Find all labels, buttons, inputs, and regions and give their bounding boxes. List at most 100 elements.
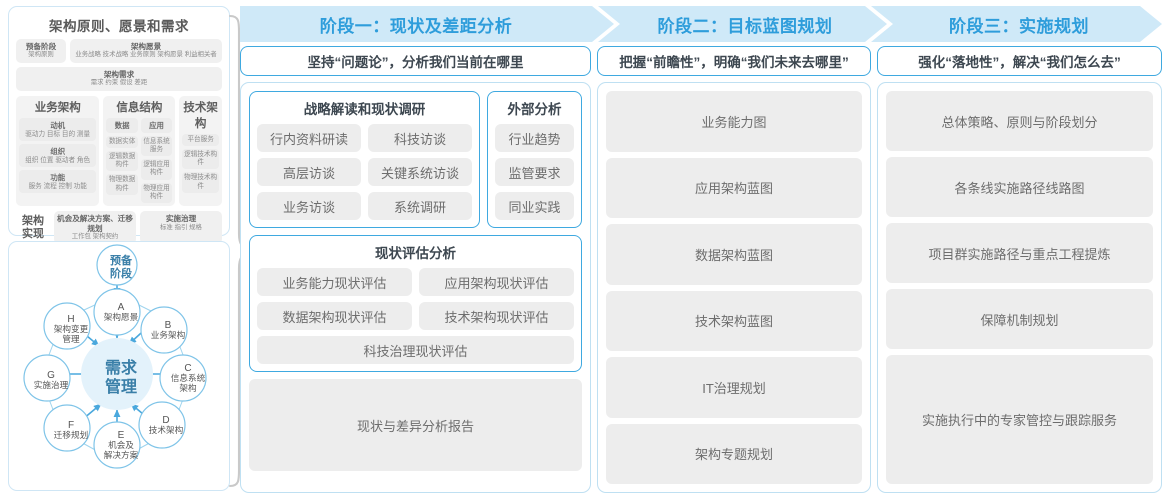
requirements-sub: 需求 约束 假设 差距 bbox=[90, 79, 148, 87]
card-current-state-assessment-title: 现状评估分析 bbox=[375, 246, 456, 261]
chip-item[interactable]: 保障机制规划 bbox=[886, 289, 1153, 349]
chip-item[interactable]: 项目群实施路径与重点工程提炼 bbox=[886, 223, 1153, 283]
requirements-header: 架构需求 bbox=[103, 69, 135, 79]
cell-logical-tech-component: 逻辑技术构件 bbox=[182, 148, 220, 170]
card-strategy-research-items: 行内资料研读 科技访谈 高层访谈 关键系统访谈 业务访谈 系统调研 bbox=[257, 124, 472, 220]
chip-item[interactable]: 高层访谈 bbox=[257, 158, 361, 186]
chip-item[interactable]: 数据架构蓝图 bbox=[606, 224, 862, 285]
preliminary-sub: 架构原则 bbox=[28, 51, 54, 59]
togaf-panel-title: 架构原则、愿景和需求 bbox=[49, 19, 189, 34]
phase-banner-row: 阶段一：现状及差距分析 阶段二：目标蓝图规划 阶段三：实施规划 bbox=[240, 6, 1162, 42]
vision-header: 架构愿景 bbox=[130, 42, 162, 51]
adm-node-B bbox=[140, 306, 188, 354]
chip-item[interactable]: 技术架构蓝图 bbox=[606, 290, 862, 351]
chip-item[interactable]: 应用架构现状评估 bbox=[419, 268, 574, 296]
phase-banner-label-2: 阶段二：目标蓝图规划 bbox=[657, 16, 833, 36]
chip-item[interactable]: 业务访谈 bbox=[257, 192, 361, 220]
phase2-item-stack: 业务能力图 应用架构蓝图 数据架构蓝图 技术架构蓝图 IT治理规划 架构专题规划 bbox=[606, 91, 862, 484]
chip-item[interactable]: 行业趋势 bbox=[495, 124, 574, 152]
chip-item[interactable]: 科技访谈 bbox=[368, 124, 472, 152]
chip-item[interactable]: 应用架构蓝图 bbox=[606, 157, 862, 218]
cell-physical-tech-component: 物理技术构件 bbox=[182, 172, 220, 193]
implementation-label: 架构 实现 bbox=[22, 215, 44, 240]
togaf-box-architecture-requirements: 架构需求 需求 约束 假设 差距 bbox=[16, 66, 222, 91]
phase-box-2: 业务能力图 应用架构蓝图 数据架构蓝图 技术架构蓝图 IT治理规划 架构专题规划 bbox=[597, 82, 871, 493]
adm-node-G bbox=[23, 354, 71, 402]
cell-application-header: 应用 bbox=[140, 117, 173, 133]
card-strategy-research-title: 战略解读和现状调研 bbox=[303, 102, 426, 117]
chip-item[interactable]: 总体策略、原则与阶段划分 bbox=[886, 91, 1153, 151]
banner-shape-phase-1 bbox=[240, 6, 614, 42]
phases-region: 阶段一：现状及差距分析 阶段二：目标蓝图规划 阶段三：实施规划 坚持“问题论”，… bbox=[240, 6, 1162, 493]
adm-cycle-panel: 预备 阶段 需求 管理 A 架构愿景 B 业务架构 C 信息系统 架构 D 技术… bbox=[8, 241, 230, 491]
tech-arch-cells: 平台服务 逻辑技术构件 物理技术构件 bbox=[182, 133, 220, 193]
chip-item[interactable]: 技术架构现状评估 bbox=[419, 302, 574, 330]
chip-item[interactable]: 业务能力现状评估 bbox=[257, 268, 412, 296]
adm-node-preliminary bbox=[96, 244, 138, 286]
togaf-box-architecture-vision: 架构愿景 业务战略 技术战略 业务原则 架构愿景 利益相关者 bbox=[70, 39, 222, 63]
togaf-content-framework-panel: 架构原则、愿景和需求 预备阶段 架构原则 架构愿景 业务战略 技术战略 业务原则… bbox=[8, 6, 230, 245]
chip-item[interactable]: 科技治理现状评估 bbox=[257, 336, 574, 364]
cell-motivation: 动机 驱动力 目标 目的 测量 bbox=[19, 117, 97, 141]
cell-function: 功能 服务 流程 控制 功能 bbox=[19, 170, 97, 194]
cell-platform-service: 平台服务 bbox=[182, 133, 220, 146]
adm-node-A bbox=[93, 288, 141, 336]
adm-cycle-diagram bbox=[23, 244, 207, 469]
togaf-implementation-row: 架构 实现 机会及解决方案、迁移规划 工作包 架构契约 实施治理 标准 指引 规… bbox=[16, 211, 222, 245]
info-structure-app-cells: 应用 信息系统服务 逻辑应用构件 物理应用构件 bbox=[140, 117, 173, 204]
phase1-top-row: 战略解读和现状调研 行内资料研读 科技访谈 高层访谈 关键系统访谈 bbox=[249, 91, 582, 228]
vision-sub: 业务战略 技术战略 业务原则 架构愿景 利益相关者 bbox=[75, 51, 217, 59]
chip-item[interactable]: 各条线实施路径线路图 bbox=[886, 157, 1153, 217]
phase-subtitle-1: 坚持“问题论”，分析我们当前在哪里 bbox=[240, 46, 591, 76]
phase-banner-label-1: 阶段一：现状及差距分析 bbox=[319, 16, 513, 36]
chip-item[interactable]: 监管要求 bbox=[495, 158, 574, 186]
phase-box-1: 战略解读和现状调研 行内资料研读 科技访谈 高层访谈 关键系统访谈 bbox=[240, 82, 591, 493]
card-current-state-assessment-items: 业务能力现状评估 应用架构现状评估 数据架构现状评估 技术架构现状评估 科技治理… bbox=[257, 268, 574, 364]
cell-data-entity: 数据实体 bbox=[106, 135, 138, 148]
chip-item[interactable]: 关键系统访谈 bbox=[368, 158, 472, 186]
card-external-analysis-items: 行业趋势 监管要求 同业实践 bbox=[495, 124, 574, 220]
cell-logical-app-component: 逻辑应用构件 bbox=[140, 159, 173, 180]
phase-subtitle-row: 坚持“问题论”，分析我们当前在哪里 把握“前瞻性”，明确“我们未来去哪里” 强化… bbox=[240, 46, 1162, 76]
tech-arch-title: 技术架构 bbox=[183, 101, 218, 130]
cell-data-header: 数据 bbox=[106, 117, 138, 133]
info-structure-title: 信息结构 bbox=[116, 101, 163, 114]
chip-item[interactable]: 业务能力图 bbox=[606, 91, 862, 152]
chip-item[interactable]: 数据架构现状评估 bbox=[257, 302, 412, 330]
phase-subtitle-2: 把握“前瞻性”，明确“我们未来去哪里” bbox=[597, 46, 871, 76]
card-external-analysis-title: 外部分析 bbox=[507, 102, 562, 117]
implementation-box-governance: 实施治理 标准 指引 规格 bbox=[140, 211, 222, 245]
adm-node-F bbox=[43, 404, 91, 452]
info-structure-data-cells: 数据 数据实体 逻辑数据构件 物理数据构件 bbox=[106, 117, 138, 203]
chip-item[interactable]: 实施执行中的专家管控与跟踪服务 bbox=[886, 355, 1153, 484]
chip-gap-analysis-report[interactable]: 现状与差异分析报告 bbox=[249, 379, 582, 471]
adm-center-circle bbox=[81, 338, 153, 410]
chip-item[interactable]: 行内资料研读 bbox=[257, 124, 361, 152]
banner-shape-phase-2 bbox=[598, 6, 887, 42]
togaf-three-columns: 业务架构 动机 驱动力 目标 目的 测量 组织 组织 位置 驱动者 角色 bbox=[16, 95, 223, 207]
phase-banner-arrows bbox=[240, 6, 1162, 42]
preliminary-header: 预备阶段 bbox=[25, 42, 57, 51]
cell-organization: 组织 组织 位置 驱动者 角色 bbox=[19, 143, 97, 168]
adm-node-C bbox=[159, 354, 207, 402]
togaf-column-business-architecture: 业务架构 动机 驱动力 目标 目的 测量 组织 组织 位置 驱动者 角色 bbox=[16, 95, 100, 207]
left-column: 架构原则、愿景和需求 预备阶段 架构原则 架构愿景 业务战略 技术战略 业务原则… bbox=[8, 6, 230, 493]
phase3-item-stack: 总体策略、原则与阶段划分 各条线实施路径线路图 项目群实施路径与重点工程提炼 保… bbox=[886, 91, 1153, 484]
chip-item[interactable]: 架构专题规划 bbox=[606, 423, 862, 484]
business-arch-title: 业务架构 bbox=[34, 101, 81, 114]
chip-item[interactable]: 同业实践 bbox=[495, 192, 574, 220]
togaf-column-information-structure: 信息结构 数据 数据实体 逻辑数据构件 bbox=[103, 95, 176, 207]
cell-physical-app-component: 物理应用构件 bbox=[140, 182, 173, 204]
togaf-box-preliminary: 预备阶段 架构原则 bbox=[16, 39, 66, 63]
banner-shape-phase-3 bbox=[871, 6, 1162, 42]
card-external-analysis: 外部分析 行业趋势 监管要求 同业实践 bbox=[487, 91, 582, 228]
cell-logical-data-component: 逻辑数据构件 bbox=[106, 150, 138, 172]
togaf-column-technology-architecture: 技术架构 平台服务 逻辑技术构件 物理技术构件 bbox=[179, 95, 223, 207]
cell-physical-data-component: 物理数据构件 bbox=[106, 174, 138, 195]
card-current-state-assessment: 现状评估分析 业务能力现状评估 应用架构现状评估 数据架构现状评估 技术架构现状… bbox=[249, 235, 582, 372]
togaf-row-preliminary-vision: 预备阶段 架构原则 架构愿景 业务战略 技术战略 业务原则 架构愿景 利益相关者 bbox=[16, 39, 222, 63]
chip-item[interactable]: 系统调研 bbox=[368, 192, 472, 220]
phase-banner-label-3: 阶段三：实施规划 bbox=[949, 16, 1089, 36]
chip-item[interactable]: IT治理规划 bbox=[606, 357, 862, 418]
